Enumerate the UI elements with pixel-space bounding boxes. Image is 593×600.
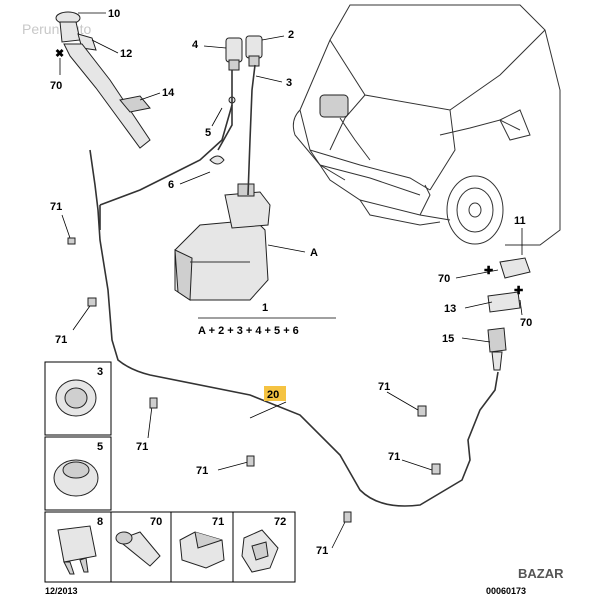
van-illustration bbox=[292, 4, 561, 246]
callout-20: 20 bbox=[267, 389, 279, 401]
svg-text:✚: ✚ bbox=[484, 265, 493, 277]
hose-clips bbox=[67, 237, 441, 523]
callout-14: 14 bbox=[162, 87, 175, 99]
footer-date: 12/2013 bbox=[45, 586, 78, 596]
footer-ref: 00060173 bbox=[486, 586, 526, 596]
svg-text:✚: ✚ bbox=[514, 285, 523, 297]
callout-5: 5 bbox=[205, 127, 211, 139]
hoses bbox=[89, 64, 499, 507]
legend-label-70: 70 bbox=[150, 516, 162, 528]
callout-10: 10 bbox=[108, 8, 120, 20]
callout-71-f: 71 bbox=[388, 451, 400, 463]
callout-12: 12 bbox=[120, 48, 132, 60]
filler-neck bbox=[55, 11, 151, 149]
brand-text: BAZAR bbox=[518, 566, 564, 581]
legend-grid: 3 5 8 70 71 72 bbox=[44, 361, 296, 583]
legend-label-72: 72 bbox=[274, 516, 286, 528]
callout-71-g: 71 bbox=[316, 545, 328, 557]
bazar-logo: BAZAR bbox=[518, 566, 564, 581]
svg-text:✖: ✖ bbox=[55, 48, 64, 60]
callout-70-b: 70 bbox=[438, 273, 450, 285]
washer-pumps bbox=[209, 35, 263, 165]
callout-13: 13 bbox=[444, 303, 456, 315]
callout-11: 11 bbox=[514, 215, 526, 227]
legend-label-8: 8 bbox=[97, 516, 103, 528]
leader-lines bbox=[59, 12, 523, 549]
callout-71-c: 71 bbox=[378, 381, 390, 393]
callout-70: 70 bbox=[50, 80, 62, 92]
legend-label-3: 3 bbox=[97, 366, 103, 378]
callout-2: 2 bbox=[288, 29, 294, 41]
callout-71-d: 71 bbox=[136, 441, 148, 453]
callout-A: A bbox=[310, 247, 318, 259]
formula-label: 1 bbox=[262, 302, 268, 314]
washer-jet-assembly bbox=[487, 257, 531, 371]
washer-reservoir bbox=[174, 183, 271, 301]
legend-label-5: 5 bbox=[97, 441, 103, 453]
callout-70-c: 70 bbox=[520, 317, 532, 329]
callout-71-a: 71 bbox=[50, 201, 62, 213]
cross-markers: ✖ ✚ ✚ bbox=[55, 48, 523, 297]
callout-20-highlight bbox=[264, 386, 286, 401]
callout-6: 6 bbox=[168, 179, 174, 191]
callout-71-b: 71 bbox=[55, 334, 67, 346]
callout-3: 3 bbox=[286, 77, 292, 89]
callout-71-e: 71 bbox=[196, 465, 208, 477]
callout-4: 4 bbox=[192, 39, 199, 51]
legend-label-71: 71 bbox=[212, 516, 224, 528]
callout-15: 15 bbox=[442, 333, 454, 345]
formula-text: A + 2 + 3 + 4 + 5 + 6 bbox=[198, 325, 299, 337]
